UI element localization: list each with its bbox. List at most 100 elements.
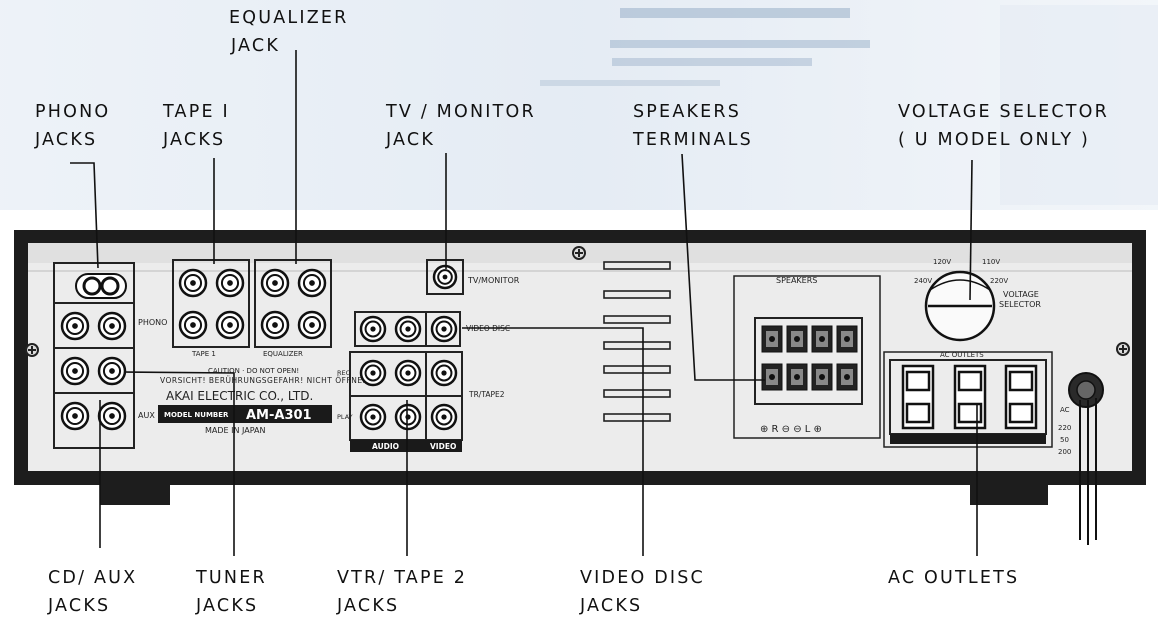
leader-phono xyxy=(70,162,99,269)
binding-post xyxy=(836,325,858,353)
callout-tv-monitor-jack: TV / MONITOR JACK xyxy=(386,98,536,154)
voltage-selector-panel-label-1: VOLTAGE xyxy=(1003,290,1039,299)
rca-jack xyxy=(260,268,290,298)
binding-post xyxy=(786,363,808,391)
callout-phono-line2: JACKS xyxy=(35,130,98,150)
made-in-text: MADE IN JAPAN xyxy=(205,426,265,435)
rca-jack xyxy=(394,315,422,343)
leader-video-disc xyxy=(462,327,644,556)
rca-jack xyxy=(215,268,245,298)
ac-rating-4: 200 xyxy=(1058,448,1071,456)
scan-background xyxy=(0,0,1158,210)
ac-outlet xyxy=(901,364,935,430)
rec-label: REC xyxy=(337,369,351,377)
voltage-110-label: 110V xyxy=(982,258,1000,266)
rca-jack xyxy=(260,310,290,340)
manufacturer-text: AKAI ELECTRIC CO., LTD. xyxy=(166,389,313,403)
model-number: AM-A301 xyxy=(246,408,312,423)
vent-slot xyxy=(603,341,671,350)
rca-jack xyxy=(97,311,127,341)
callout-video-disc-jacks: VIDEO DISC JACKS xyxy=(580,564,705,620)
rca-jack xyxy=(394,403,422,431)
callout-tape1-jacks: TAPE I JACKS xyxy=(163,98,230,154)
rca-jack xyxy=(394,359,422,387)
callout-video-disc-line2: JACKS xyxy=(580,596,643,616)
callout-cd-aux-line1: CD/ AUX xyxy=(48,568,138,588)
rca-jack xyxy=(432,264,458,290)
callout-speakers-line1: SPEAKERS xyxy=(633,102,742,122)
power-cord xyxy=(1068,372,1104,545)
callout-speakers-terminals: SPEAKERS TERMINALS xyxy=(633,98,753,154)
equalizer-panel-label: EQUALIZER xyxy=(263,350,303,358)
rca-jack xyxy=(178,268,208,298)
ac-outlet xyxy=(953,364,987,430)
play-label: PLAY xyxy=(337,413,353,421)
model-number-label: MODEL NUMBER xyxy=(164,411,229,419)
callout-vtr-line1: VTR/ TAPE 2 xyxy=(337,568,468,588)
leader-speakers xyxy=(681,153,765,381)
callout-tuner-line2: JACKS xyxy=(196,596,259,616)
ac-outlets-panel-label: AC OUTLETS xyxy=(940,351,984,359)
binding-post xyxy=(811,325,833,353)
speaker-terminal-block xyxy=(733,275,881,439)
speakers-panel-label: SPEAKERS xyxy=(776,276,817,285)
rca-jack xyxy=(178,310,208,340)
rca-jack xyxy=(359,315,387,343)
vent-slot xyxy=(603,261,671,270)
binding-post xyxy=(836,363,858,391)
rca-jack xyxy=(359,403,387,431)
callout-tv-monitor-line2: JACK xyxy=(386,130,436,150)
ac-outlet xyxy=(1004,364,1038,430)
video-badge-label: VIDEO xyxy=(430,442,456,451)
ac-rating-1: AC xyxy=(1060,406,1070,414)
vent-slot xyxy=(603,413,671,422)
rca-jack xyxy=(215,310,245,340)
callout-tuner-line1: TUNER xyxy=(196,568,267,588)
ac-rating-2: 220 xyxy=(1058,424,1071,432)
callout-voltage-line1: VOLTAGE SELECTOR xyxy=(898,102,1109,122)
callout-tape1-line1: TAPE I xyxy=(163,102,230,122)
rca-jack xyxy=(97,401,127,431)
vent-slot xyxy=(603,365,671,374)
ac-outlet-block xyxy=(883,351,1053,448)
callout-ac-outlets: AC OUTLETS xyxy=(888,564,1019,592)
vent-slot xyxy=(603,315,671,324)
leader-lines xyxy=(70,50,978,556)
vent-slot xyxy=(603,389,671,398)
callout-tuner-jacks: TUNER JACKS xyxy=(196,564,267,620)
callout-cd-aux-jacks: CD/ AUX JACKS xyxy=(48,564,137,620)
voltage-220-label: 220V xyxy=(990,277,1008,285)
callout-voltage-selector: VOLTAGE SELECTOR ( U MODEL ONLY ) xyxy=(898,98,1109,154)
aux-panel-label: AUX xyxy=(138,411,155,420)
ventilation-slots xyxy=(603,261,671,422)
rca-jack xyxy=(430,359,458,387)
speaker-binding-posts xyxy=(761,325,858,391)
voltage-240-label: 240V xyxy=(914,277,932,285)
video-badge xyxy=(426,440,462,452)
binding-post xyxy=(761,363,783,391)
phono-panel-label: PHONO xyxy=(138,318,167,327)
callout-vtr-tape2-jacks: VTR/ TAPE 2 JACKS xyxy=(337,564,467,620)
video-rca-jacks xyxy=(359,315,458,431)
callout-tape1-line2: JACKS xyxy=(163,130,226,150)
callout-equalizer-line2: JACK xyxy=(231,36,281,56)
rca-jack xyxy=(359,359,387,387)
rca-jack xyxy=(430,315,458,343)
binding-post xyxy=(811,363,833,391)
model-number-plate xyxy=(158,405,332,423)
leader-tuner xyxy=(124,371,235,556)
foot-left xyxy=(100,485,170,505)
left-rca-jacks xyxy=(60,311,127,431)
vent-slot xyxy=(603,290,671,299)
callout-voltage-line2: ( U MODEL ONLY ) xyxy=(898,130,1091,150)
callout-speakers-line2: TERMINALS xyxy=(633,130,753,150)
callout-tv-monitor-line1: TV / MONITOR xyxy=(386,102,536,122)
callout-vtr-line2: JACKS xyxy=(337,596,400,616)
voltage-selector xyxy=(924,270,996,342)
tv-monitor-jack-block xyxy=(426,259,464,295)
voltage-selector-panel-label-2: SELECTOR xyxy=(999,300,1041,309)
rca-jack xyxy=(297,310,327,340)
callout-ac-outlets-line1: AC OUTLETS xyxy=(888,568,1020,588)
tape1-equalizer-block xyxy=(172,259,332,348)
